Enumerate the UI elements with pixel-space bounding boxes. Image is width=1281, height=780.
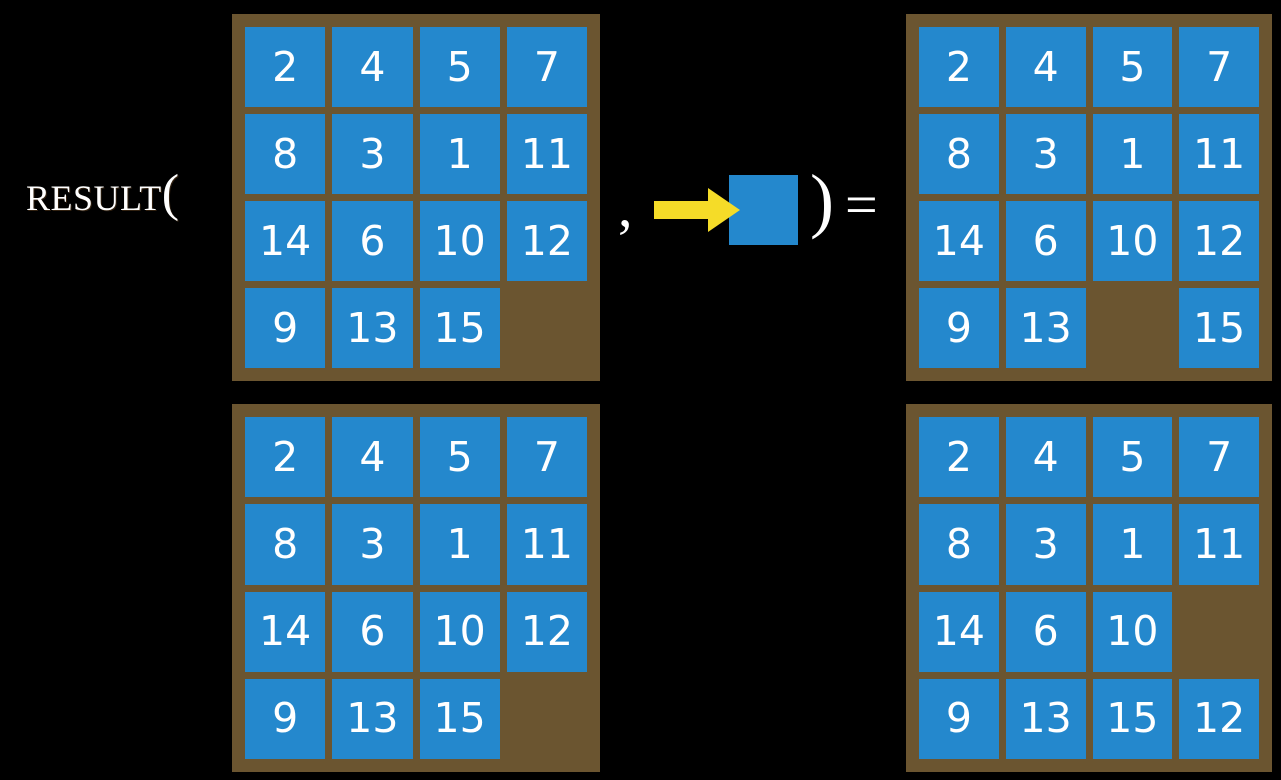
tile[interactable]: 3 — [1005, 114, 1086, 194]
tile[interactable]: 8 — [919, 504, 999, 585]
tile[interactable]: 9 — [919, 678, 999, 759]
tile[interactable]: 9 — [919, 288, 999, 368]
tile[interactable]: 10 — [419, 591, 500, 672]
tile[interactable]: 7 — [1179, 417, 1259, 498]
moving-tile-top[interactable] — [729, 175, 798, 245]
tile[interactable]: 11 — [1179, 504, 1259, 585]
result-function-label-top: Result( — [26, 165, 180, 222]
tile[interactable]: 5 — [419, 417, 500, 498]
tile[interactable]: 12 — [506, 201, 587, 281]
tile[interactable]: 7 — [506, 27, 587, 107]
tile[interactable]: 1 — [419, 114, 500, 194]
tile-grid: 2 4 5 7 8 3 1 11 14 6 10 9 13 15 12 — [919, 417, 1259, 759]
tile[interactable]: 5 — [1092, 417, 1173, 498]
blank-tile — [1093, 288, 1173, 368]
tile[interactable]: 8 — [919, 114, 999, 194]
tile[interactable]: 6 — [1005, 201, 1086, 281]
tile[interactable]: 2 — [919, 417, 999, 498]
tile[interactable]: 3 — [332, 504, 413, 585]
tile[interactable]: 8 — [245, 504, 326, 585]
tile[interactable]: 6 — [332, 201, 413, 281]
tile[interactable]: 14 — [245, 201, 326, 281]
tile[interactable]: 10 — [1092, 591, 1173, 672]
tile[interactable]: 3 — [1005, 504, 1086, 585]
tile[interactable]: 11 — [506, 504, 587, 585]
tile[interactable]: 2 — [245, 417, 326, 498]
tile-grid: 2 4 5 7 8 3 1 11 14 6 10 12 9 13 15 — [919, 27, 1259, 368]
tile[interactable]: 7 — [506, 417, 587, 498]
input-board-top: 2 4 5 7 8 3 1 11 14 6 10 12 9 13 15 — [232, 14, 600, 381]
tile[interactable]: 4 — [1005, 27, 1086, 107]
argument-separator-comma-top: , — [618, 174, 633, 239]
tile[interactable]: 5 — [1092, 27, 1173, 107]
tile[interactable]: 12 — [1179, 201, 1259, 281]
tile[interactable]: 8 — [245, 114, 326, 194]
tile[interactable]: 15 — [419, 678, 500, 759]
tile-grid: 2 4 5 7 8 3 1 11 14 6 10 12 9 13 15 — [245, 417, 587, 759]
tile[interactable]: 1 — [419, 504, 500, 585]
tile[interactable]: 5 — [419, 27, 500, 107]
equals-sign-top: = — [845, 172, 878, 237]
tile[interactable]: 11 — [1179, 114, 1259, 194]
tile[interactable]: 3 — [332, 114, 413, 194]
tile[interactable]: 12 — [1179, 678, 1259, 759]
output-board-bottom: 2 4 5 7 8 3 1 11 14 6 10 9 13 15 12 — [906, 404, 1272, 772]
tile[interactable]: 2 — [245, 27, 326, 107]
equation-row-bottom: Result( 2 4 5 7 8 3 1 11 14 6 10 12 9 13… — [0, 390, 1281, 780]
tile[interactable]: 6 — [332, 591, 413, 672]
tile[interactable]: 4 — [332, 27, 413, 107]
blank-tile — [507, 288, 587, 368]
tile[interactable]: 14 — [919, 591, 999, 672]
tile[interactable]: 9 — [245, 678, 326, 759]
blank-tile — [1179, 592, 1259, 672]
tile[interactable]: 2 — [919, 27, 999, 107]
tile[interactable]: 12 — [506, 591, 587, 672]
move-illustration-top — [650, 160, 810, 260]
tile[interactable]: 6 — [1005, 591, 1086, 672]
tile[interactable]: 1 — [1092, 114, 1173, 194]
closing-paren-top: ) — [810, 160, 834, 240]
blank-tile — [507, 679, 587, 759]
tile[interactable]: 13 — [1005, 288, 1086, 368]
tile[interactable]: 13 — [332, 678, 413, 759]
tile[interactable]: 4 — [1005, 417, 1086, 498]
tile[interactable]: 13 — [1005, 678, 1086, 759]
tile[interactable]: 11 — [506, 114, 587, 194]
tile[interactable]: 1 — [1092, 504, 1173, 585]
tile[interactable]: 14 — [245, 591, 326, 672]
tile[interactable]: 13 — [332, 288, 413, 368]
tile[interactable]: 10 — [1092, 201, 1173, 281]
tile[interactable]: 15 — [1092, 678, 1173, 759]
tile[interactable]: 15 — [419, 288, 500, 368]
equation-row-top: Result( 2 4 5 7 8 3 1 11 14 6 10 12 9 13… — [26, 14, 1272, 381]
tile[interactable]: 10 — [419, 201, 500, 281]
tile[interactable]: 4 — [332, 417, 413, 498]
arrow-right-icon — [654, 188, 740, 232]
tile[interactable]: 7 — [1179, 27, 1259, 107]
tile[interactable]: 15 — [1179, 288, 1259, 368]
tile[interactable]: 14 — [919, 201, 999, 281]
tile[interactable]: 9 — [245, 288, 326, 368]
input-board-bottom: 2 4 5 7 8 3 1 11 14 6 10 12 9 13 15 — [232, 404, 600, 772]
tile-grid: 2 4 5 7 8 3 1 11 14 6 10 12 9 13 15 — [245, 27, 587, 368]
output-board-top: 2 4 5 7 8 3 1 11 14 6 10 12 9 13 15 — [906, 14, 1272, 381]
